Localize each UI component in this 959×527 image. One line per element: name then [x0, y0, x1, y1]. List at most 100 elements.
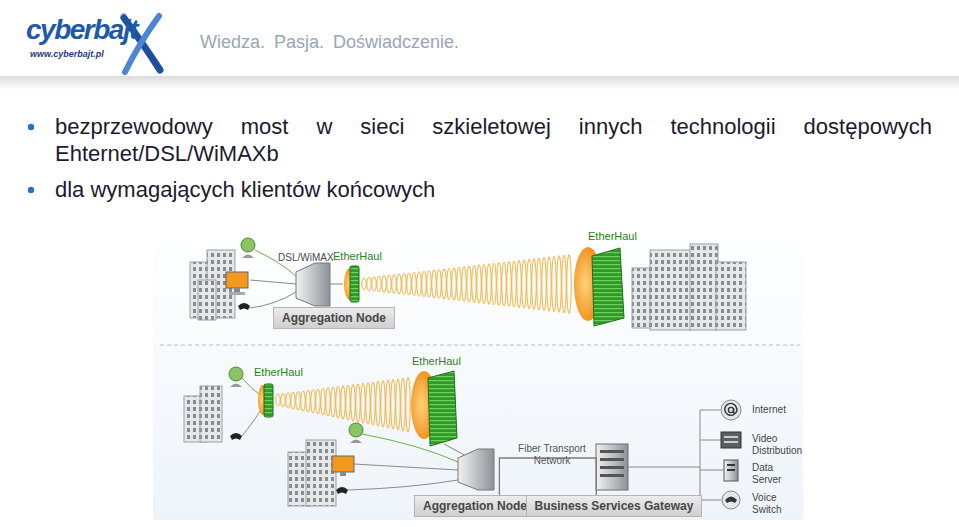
box-label: Aggregation Node — [282, 311, 386, 325]
beam-ring — [296, 391, 300, 410]
header-shadow — [0, 76, 959, 90]
beam-ring — [412, 272, 416, 295]
network-label: Fiber Transport Network — [512, 443, 592, 466]
beam-ring — [527, 259, 531, 309]
beam-ring — [537, 258, 541, 310]
building-cluster — [632, 244, 746, 330]
beam-ring — [301, 391, 305, 411]
service-lines — [628, 410, 723, 500]
etherhaul-radio — [264, 384, 273, 417]
beam-ring — [447, 268, 451, 299]
beam-ring — [371, 382, 375, 425]
gateway-icon — [596, 444, 628, 490]
etherhaul-radio — [592, 248, 624, 326]
divider — [160, 344, 800, 346]
beam-ring — [552, 256, 556, 311]
beam-ring — [372, 277, 376, 291]
aggregation-icon — [296, 263, 330, 306]
access-lines — [348, 434, 470, 490]
beam-ring — [477, 265, 481, 303]
internet-icon — [721, 400, 741, 420]
bullet-text: bezprzewodowy most w sieci szkieletowej … — [55, 113, 932, 167]
beam-ring — [396, 379, 400, 430]
beam-ring — [542, 257, 546, 310]
beam-ring — [462, 267, 466, 302]
beam-ring — [437, 269, 441, 298]
beam-ring — [336, 386, 340, 418]
access-label: DSL/WiMAX — [278, 252, 334, 264]
label-box: Business Services Gateway — [526, 495, 703, 517]
beam-ring — [276, 394, 280, 406]
beam-ring — [356, 384, 360, 422]
beam-ring — [326, 388, 330, 416]
video-icon — [721, 432, 741, 448]
beam-ring — [522, 260, 526, 309]
beam-ring — [452, 268, 456, 301]
beam-ring — [286, 393, 290, 408]
box-label: Business Services Gateway — [535, 499, 694, 513]
beam-ring — [467, 266, 471, 302]
beam-ring — [401, 378, 405, 431]
bullet-text: dla wymagających klientów końcowych — [55, 177, 435, 202]
beam-ring — [417, 272, 421, 297]
registered-mark: ® — [120, 12, 127, 22]
radio-beam — [362, 255, 571, 314]
device-label: EtherHaul — [412, 355, 461, 368]
beam-ring — [381, 381, 385, 427]
etherhaul-radio — [428, 371, 457, 446]
service-label: Internet — [752, 404, 786, 416]
label-box: Aggregation Node — [273, 307, 395, 329]
beam-ring — [497, 263, 501, 306]
beam-ring — [502, 262, 506, 306]
device-label: EtherHaul — [333, 250, 382, 263]
bullet-dot — [28, 124, 34, 130]
beam-ring — [557, 256, 561, 313]
beam-ring — [442, 269, 446, 299]
beam-ring — [361, 383, 365, 423]
server-icon — [724, 460, 738, 481]
logo-url: www.cyberbajt.pl — [30, 49, 104, 59]
etherhaul-radio — [350, 266, 359, 302]
beam-ring — [281, 393, 285, 407]
beam-ring — [482, 264, 486, 303]
beam-ring — [346, 385, 350, 420]
label-box: Aggregation Node — [414, 495, 536, 517]
beam-ring — [367, 277, 371, 290]
beam-ring — [457, 267, 461, 301]
beam-ring — [321, 388, 325, 415]
beam-ring — [487, 264, 491, 305]
beam-ring — [311, 390, 315, 413]
link-line — [330, 284, 343, 285]
beam-ring — [427, 271, 431, 298]
beam-ring — [362, 278, 366, 290]
device-label: EtherHaul — [588, 230, 637, 243]
beam-ring — [492, 263, 496, 305]
beam-ring — [512, 261, 516, 307]
beam-ring — [432, 270, 436, 298]
beam-ring — [472, 265, 476, 302]
beam-ring — [402, 273, 406, 294]
bullet-dot — [28, 187, 34, 193]
beam-ring — [306, 390, 310, 412]
building-cluster — [190, 238, 255, 320]
beam-ring — [392, 275, 396, 294]
beam-ring — [377, 276, 381, 291]
beam-ring — [386, 380, 390, 428]
aggregation-icon — [458, 449, 494, 490]
beam-ring — [406, 378, 410, 433]
diagram-ground — [153, 225, 803, 520]
building-cluster — [288, 423, 363, 506]
beam-ring — [517, 260, 521, 307]
building-cluster — [184, 367, 243, 442]
beam-ring — [567, 255, 571, 314]
beam-ring — [397, 274, 401, 294]
tagline: Wiedza. Pasja. Doświadczenie. — [200, 32, 459, 53]
voice-switch-icon — [722, 491, 740, 509]
beam-ring — [507, 261, 511, 306]
beam-ring — [422, 271, 426, 297]
beam-ring — [341, 386, 345, 419]
beam-ring — [387, 275, 391, 293]
